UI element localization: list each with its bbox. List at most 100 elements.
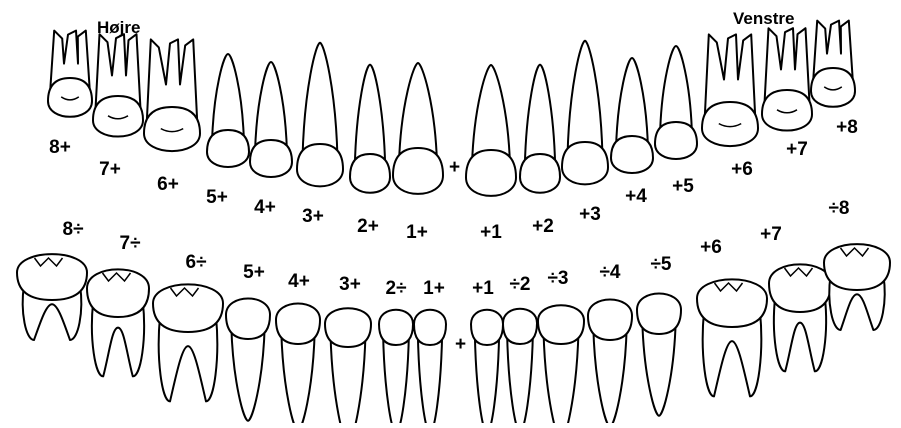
lower-tooth-label: 1+	[423, 278, 445, 299]
tooth-crown	[207, 130, 249, 167]
tooth-crown	[520, 154, 560, 193]
upper-tooth-6	[297, 43, 343, 187]
upper-tooth-label: 4+	[254, 197, 276, 218]
upper-tooth-8	[393, 63, 443, 194]
tooth-crown	[414, 310, 446, 345]
tooth-root	[418, 334, 442, 423]
tooth-root	[642, 321, 675, 416]
lower-tooth-4	[226, 298, 270, 420]
lower-tooth-label: ÷5	[651, 254, 672, 275]
upper-tooth-label: 7+	[99, 159, 121, 180]
lower-tooth-11	[538, 305, 584, 423]
tooth-root	[593, 327, 626, 423]
tooth-crown	[811, 68, 855, 107]
upper-tooth-label: +8	[836, 117, 858, 138]
upper-tooth-14	[702, 34, 758, 146]
tooth-root	[231, 326, 264, 421]
lower-tooth-10	[503, 309, 537, 423]
lower-midline-marker: +	[455, 334, 466, 355]
tooth-crown	[144, 107, 200, 151]
upper-tooth-10	[520, 65, 560, 193]
tooth-crown	[48, 78, 92, 117]
lower-tooth-9	[471, 310, 503, 423]
lower-tooth-label: +7	[760, 224, 782, 245]
upper-tooth-11	[562, 41, 608, 185]
tooth-crown	[93, 96, 143, 137]
upper-tooth-13	[655, 46, 697, 159]
upper-tooth-1	[48, 31, 92, 117]
tooth-crown	[393, 148, 443, 194]
tooth-root	[544, 331, 579, 423]
lower-tooth-1	[17, 254, 87, 340]
upper-tooth-15	[762, 28, 812, 130]
lower-tooth-label: +6	[700, 237, 722, 258]
tooth-root	[660, 46, 692, 134]
tooth-crown	[503, 309, 537, 344]
lower-arch: 8÷7÷6÷5+4+3+2÷1++1÷2÷3÷4÷5+6+7÷8	[17, 198, 890, 423]
tooth-root	[355, 65, 385, 167]
upper-tooth-label: 3+	[302, 206, 324, 227]
lower-tooth-label: 4+	[288, 271, 310, 292]
tooth-root	[525, 65, 555, 167]
tooth-root	[616, 58, 648, 148]
lower-tooth-15	[769, 264, 831, 371]
upper-tooth-9	[466, 65, 516, 196]
tooth-crown	[466, 150, 516, 196]
tooth-crown	[87, 269, 149, 317]
upper-tooth-2	[93, 34, 143, 136]
lower-tooth-13	[637, 293, 681, 415]
upper-tooth-label: +7	[786, 139, 808, 160]
tooth-root	[507, 333, 533, 423]
tooth-root	[255, 62, 287, 152]
lower-tooth-label: ÷4	[600, 262, 621, 283]
tooth-crown	[769, 264, 831, 312]
tooth-crown	[611, 136, 653, 173]
lower-tooth-label: ÷3	[548, 268, 569, 289]
lower-tooth-12	[588, 299, 632, 423]
upper-tooth-label: 5+	[206, 187, 228, 208]
upper-tooth-label: +6	[731, 159, 753, 180]
tooth-crown	[588, 299, 632, 340]
upper-tooth-12	[611, 58, 653, 173]
lower-tooth-label: 7÷	[120, 233, 141, 254]
tooth-crown	[350, 154, 390, 193]
right-side-label: Højre	[97, 18, 140, 37]
upper-tooth-label: +2	[532, 216, 554, 237]
upper-tooth-label: +3	[579, 204, 601, 225]
upper-tooth-4	[207, 54, 249, 167]
lower-tooth-7	[379, 310, 413, 423]
tooth-crown	[655, 122, 697, 159]
tooth-root	[383, 334, 409, 423]
tooth-crown	[562, 142, 608, 184]
lower-tooth-label: 8÷	[63, 219, 84, 240]
left-side-label: Venstre	[733, 9, 794, 28]
lower-tooth-14	[697, 279, 767, 396]
upper-tooth-label: 8+	[49, 137, 71, 158]
upper-tooth-label: +4	[625, 186, 647, 207]
tooth-crown	[637, 293, 681, 334]
upper-tooth-5	[250, 62, 292, 177]
tooth-crown	[250, 140, 292, 177]
tooth-crown	[226, 298, 270, 339]
lower-tooth-3	[153, 284, 223, 401]
lower-tooth-label: +1	[472, 278, 494, 299]
tooth-crown	[471, 310, 503, 345]
upper-tooth-label: 6+	[157, 174, 179, 195]
tooth-root	[568, 41, 603, 156]
lower-tooth-label: ÷2	[510, 274, 531, 295]
tooth-crown	[702, 102, 758, 146]
upper-tooth-16	[811, 21, 855, 107]
lower-tooth-8	[414, 310, 446, 423]
upper-tooth-label: +1	[480, 222, 502, 243]
tooth-crown	[297, 144, 343, 186]
lower-tooth-5	[276, 303, 320, 423]
upper-tooth-label: 2+	[357, 216, 379, 237]
tooth-root	[475, 334, 499, 423]
upper-midline-marker: +	[449, 157, 460, 178]
tooth-root	[212, 54, 244, 142]
lower-tooth-6	[325, 308, 371, 423]
tooth-crown	[276, 303, 320, 344]
upper-tooth-7	[350, 65, 390, 193]
